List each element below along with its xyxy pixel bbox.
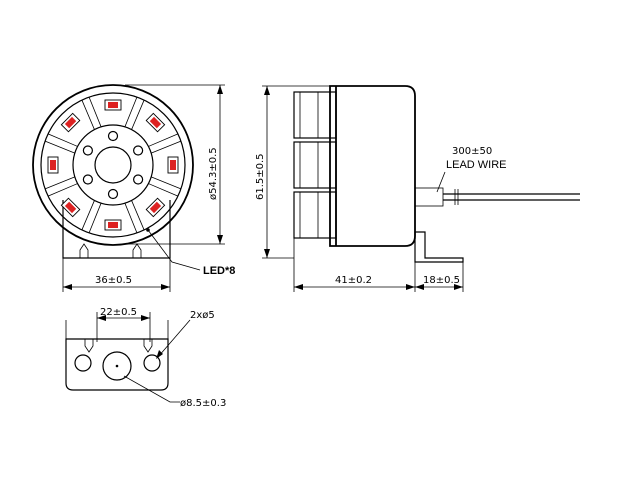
radial-rib-line bbox=[81, 200, 95, 231]
led-leader-dot bbox=[146, 228, 150, 232]
led bbox=[60, 197, 81, 218]
lead-wire bbox=[414, 187, 580, 207]
radial-rib-line bbox=[131, 99, 145, 130]
small-holes-arrow bbox=[156, 350, 163, 359]
led bbox=[167, 156, 179, 174]
wire-grommet bbox=[414, 187, 444, 207]
lead-wire-leader bbox=[436, 171, 446, 193]
front-width-label: 36±0.5 bbox=[95, 275, 132, 286]
hole-spacing-label: 22±0.5 bbox=[100, 307, 137, 318]
radial-rib-line bbox=[88, 96, 102, 127]
small-holes-label: 2xø5 bbox=[190, 310, 215, 321]
led-chip bbox=[108, 102, 118, 108]
radial-rib-line bbox=[131, 200, 145, 231]
radial-rib-line bbox=[44, 176, 75, 190]
len-arrow-mid-r bbox=[415, 284, 424, 290]
led bbox=[104, 219, 122, 231]
bracket-notch-left bbox=[84, 339, 94, 353]
bracket-sides bbox=[65, 320, 169, 339]
radial-rib-line bbox=[47, 183, 78, 197]
screw-hole bbox=[107, 188, 119, 200]
led-chip bbox=[149, 116, 162, 129]
radial-rib-line bbox=[124, 96, 138, 127]
mounting-holes bbox=[82, 130, 144, 200]
dia-arrow-bottom bbox=[217, 235, 223, 244]
radial-rib-line bbox=[47, 133, 78, 147]
front-diameter-label: ø54.3±0.5 bbox=[208, 147, 219, 200]
front-base-notch-right bbox=[132, 243, 142, 258]
led bbox=[60, 112, 81, 133]
radial-rib-line bbox=[148, 133, 179, 147]
side-fins bbox=[293, 91, 337, 239]
small-hole-right bbox=[143, 354, 161, 372]
led bbox=[104, 99, 122, 111]
height-arrow-bottom bbox=[264, 249, 270, 258]
radial-rib-line bbox=[151, 140, 182, 154]
dia-arrow-top bbox=[217, 85, 223, 94]
led-chip bbox=[64, 116, 77, 129]
side-view: 300±50 LEAD WIRE 61.5±0.5 41±0.2 18±0.5 bbox=[255, 85, 580, 292]
radial-rib-line bbox=[44, 140, 75, 154]
bracket-view: 22±0.5 2xø5 ø8.5±0.3 bbox=[65, 307, 226, 409]
center-hole-bracket bbox=[102, 351, 132, 381]
lead-wire-label: LEAD WIRE bbox=[446, 159, 507, 171]
bracket-notch-right bbox=[143, 339, 153, 353]
screw-hole bbox=[82, 174, 93, 185]
radial-rib-line bbox=[151, 176, 182, 190]
led-chip bbox=[149, 201, 162, 214]
inner-ring bbox=[72, 124, 154, 206]
led-chip bbox=[108, 222, 118, 228]
outer-housing-circle bbox=[32, 84, 194, 246]
front-base-notch-left bbox=[79, 243, 89, 258]
screw-hole bbox=[133, 145, 144, 156]
center-hole-dot bbox=[115, 364, 119, 368]
led bbox=[145, 197, 166, 218]
front-base-outline bbox=[62, 200, 171, 259]
side-height-label: 61.5±0.5 bbox=[255, 153, 266, 200]
lead-wire-length: 300±50 bbox=[452, 146, 492, 157]
inner-housing-circle bbox=[40, 92, 186, 238]
width-arrow-right bbox=[161, 284, 170, 290]
width-arrow-left bbox=[63, 284, 72, 290]
radial-rib-line bbox=[88, 203, 102, 234]
led bbox=[47, 156, 59, 174]
radial-segments bbox=[44, 96, 182, 234]
height-arrow-top bbox=[264, 86, 270, 95]
bracket-plate bbox=[65, 338, 169, 391]
led-chip bbox=[64, 201, 77, 214]
led-label: LED*8 bbox=[203, 265, 235, 277]
radial-rib-line bbox=[148, 183, 179, 197]
small-holes-leader bbox=[157, 319, 191, 358]
fin-bottom bbox=[293, 191, 337, 239]
fin-top bbox=[293, 91, 337, 139]
center-hole-label: ø8.5±0.3 bbox=[180, 398, 226, 409]
radial-rib-line bbox=[124, 203, 138, 234]
bracket-length-label: 18±0.5 bbox=[423, 275, 460, 286]
fin-middle bbox=[293, 141, 337, 189]
screw-hole bbox=[107, 130, 119, 142]
len-arrow-mid-l bbox=[406, 284, 415, 290]
led-leader-line bbox=[147, 229, 201, 271]
center-hole-leader bbox=[123, 375, 180, 403]
led-chip bbox=[50, 160, 56, 170]
spacing-arrow-left bbox=[97, 315, 106, 321]
len-arrow-right bbox=[454, 284, 463, 290]
side-body-outline bbox=[329, 85, 416, 247]
body-length-label: 41±0.2 bbox=[335, 275, 372, 286]
len-arrow-left bbox=[294, 284, 303, 290]
small-hole-left bbox=[74, 354, 92, 372]
screw-hole bbox=[82, 145, 93, 156]
spacing-arrow-right bbox=[141, 315, 150, 321]
side-bracket bbox=[414, 231, 464, 263]
led bbox=[145, 112, 166, 133]
screw-hole bbox=[133, 174, 144, 185]
front-view: LED*8 ø54.3±0.5 36±0.5 bbox=[32, 84, 235, 292]
led-chip bbox=[170, 160, 176, 170]
radial-rib-line bbox=[81, 99, 95, 130]
led-array bbox=[47, 99, 179, 231]
center-hole bbox=[94, 146, 132, 184]
